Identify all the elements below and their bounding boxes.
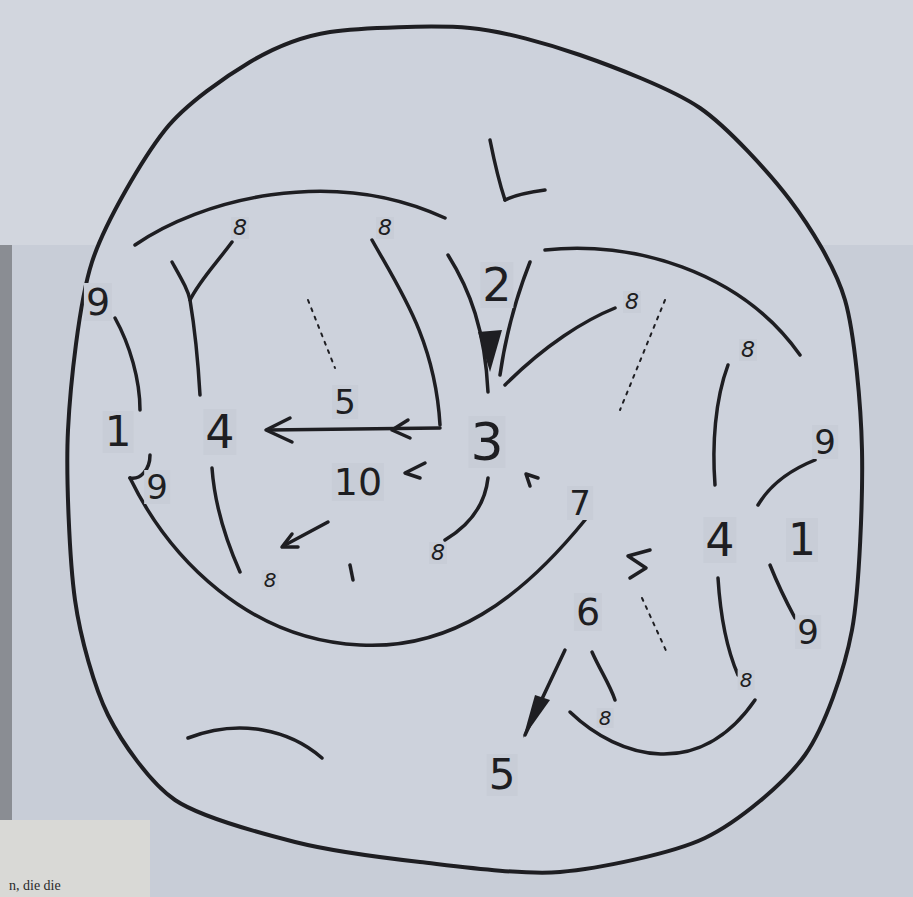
dotted-line <box>642 598 668 655</box>
callout-number: 5 <box>332 385 358 419</box>
callout-number: 9 <box>795 615 821 649</box>
callout-number: 8 <box>597 708 614 728</box>
groove <box>350 565 353 580</box>
groove <box>505 308 615 385</box>
groove <box>372 240 440 425</box>
groove <box>758 460 815 505</box>
groove <box>718 578 738 675</box>
groove <box>490 140 505 200</box>
arrow-head <box>526 474 538 486</box>
groove <box>714 365 728 485</box>
callout-number: 4 <box>703 517 736 563</box>
callout-number: 9 <box>812 425 838 459</box>
callout-number: 8 <box>429 542 447 564</box>
callout-number: 5 <box>487 754 518 796</box>
arrow-head <box>523 695 550 738</box>
callout-number: 8 <box>231 217 249 239</box>
fissure-mark <box>478 330 502 372</box>
callout-number: 8 <box>738 670 755 690</box>
callout-number: 6 <box>574 593 602 631</box>
callout-number: 8 <box>739 339 757 361</box>
dotted-line <box>620 300 665 410</box>
callout-number: 7 <box>567 486 593 520</box>
arrow-head <box>282 534 298 547</box>
groove <box>505 190 545 200</box>
callout-number: 1 <box>786 518 818 562</box>
ridge <box>545 248 800 355</box>
groove <box>115 318 140 410</box>
callout-number: 2 <box>480 262 513 308</box>
page-fragment <box>0 820 150 897</box>
groove <box>592 652 615 700</box>
ridge <box>130 478 585 645</box>
callout-number: 8 <box>623 291 641 313</box>
groove <box>172 262 200 395</box>
callout-number: 10 <box>332 463 384 501</box>
callout-number: 9 <box>84 283 112 321</box>
callout-number: 4 <box>203 409 236 455</box>
callout-number: 1 <box>103 411 134 453</box>
ridge <box>135 191 445 245</box>
edge-shadow <box>0 245 12 897</box>
ridge <box>570 700 755 754</box>
arrow-head <box>266 418 292 442</box>
callout-number: 8 <box>262 570 279 590</box>
groove <box>445 478 488 540</box>
text-fragment: n, die die <box>6 878 64 894</box>
groove <box>770 565 795 618</box>
tooth-drawing <box>115 140 815 758</box>
arrow-head <box>628 550 650 578</box>
ridge <box>188 728 322 758</box>
arrow-head <box>405 463 425 478</box>
groove <box>190 242 232 300</box>
callout-number: 9 <box>144 470 170 504</box>
groove <box>212 468 240 572</box>
arrow-head <box>392 420 410 438</box>
arrow-line <box>268 428 440 430</box>
callout-number: 3 <box>468 416 505 468</box>
dotted-line <box>308 300 335 368</box>
tooth-outline <box>67 27 862 873</box>
callout-number: 8 <box>376 217 394 239</box>
